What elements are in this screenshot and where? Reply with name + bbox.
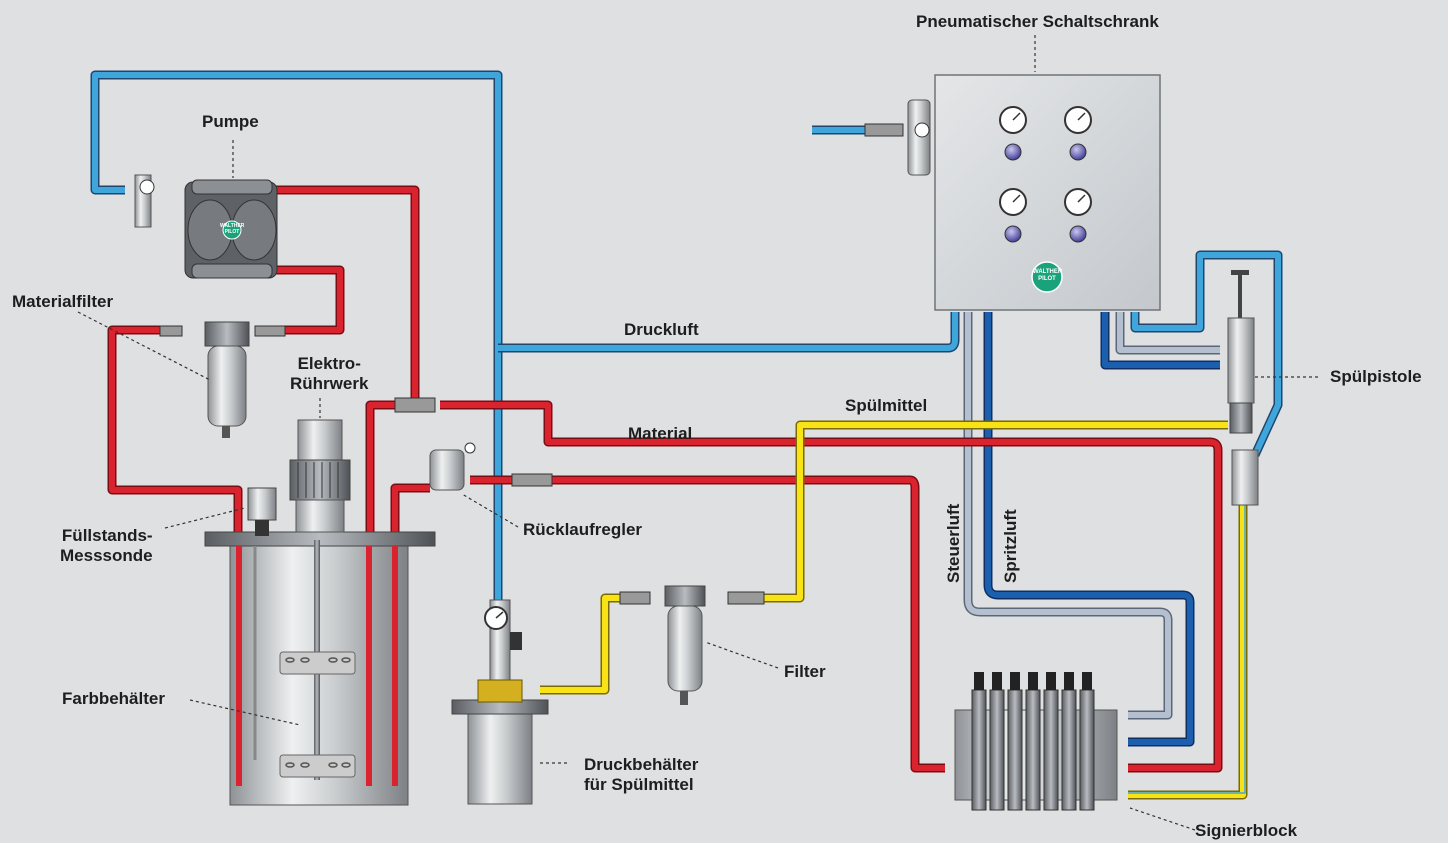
air-lines <box>90 70 1283 747</box>
leader-lines <box>77 35 1320 831</box>
material-lines <box>107 185 1223 773</box>
druckluft-line <box>498 312 960 353</box>
label-spuelpistole: Spülpistole <box>1330 367 1422 386</box>
label-filter: Filter <box>784 662 826 681</box>
materialfilter-device <box>159 321 286 438</box>
cabinet-air-regulator <box>864 99 931 176</box>
pump-air-regulator <box>134 174 155 228</box>
label-spuelmittel: Spülmittel <box>845 396 928 415</box>
farbbehaelter-tank <box>204 531 436 806</box>
druckbehaelter-tank <box>451 599 549 805</box>
label-fuellstands-messsonde: Füllstands- Messsonde <box>60 526 153 565</box>
schaltschrank-cabinet <box>934 74 1161 311</box>
spuelpistole-device <box>1227 270 1259 506</box>
steuerluft-line <box>963 312 1173 720</box>
label-spritzluft: Spritzluft <box>1001 509 1020 583</box>
label-farbbehaelter: Farbbehälter <box>62 689 165 708</box>
label-materialfilter: Materialfilter <box>12 292 114 311</box>
label-pumpe: Pumpe <box>202 112 259 131</box>
ruehrwerk-motor <box>289 419 351 533</box>
label-ruecklaufregler: Rücklaufregler <box>523 520 643 539</box>
label-schaltschrank: Pneumatischer Schaltschrank <box>916 12 1159 31</box>
label-signierblock: Signierblock <box>1195 821 1298 840</box>
pumpe-device <box>184 179 278 279</box>
flush-lines <box>540 420 1248 800</box>
ruecklaufregler-device <box>394 397 553 491</box>
label-elektro-ruehrwerk: Elektro- Rührwerk <box>290 354 369 393</box>
fuellstands-probe <box>247 487 277 536</box>
label-druckluft: Druckluft <box>624 320 699 339</box>
filter-device <box>619 585 765 705</box>
signierblock-device <box>954 672 1118 811</box>
label-steuerluft: Steuerluft <box>944 503 963 583</box>
label-material: Material <box>628 424 693 443</box>
label-druckbehaelter: Druckbehälter für Spülmittel <box>584 755 699 794</box>
